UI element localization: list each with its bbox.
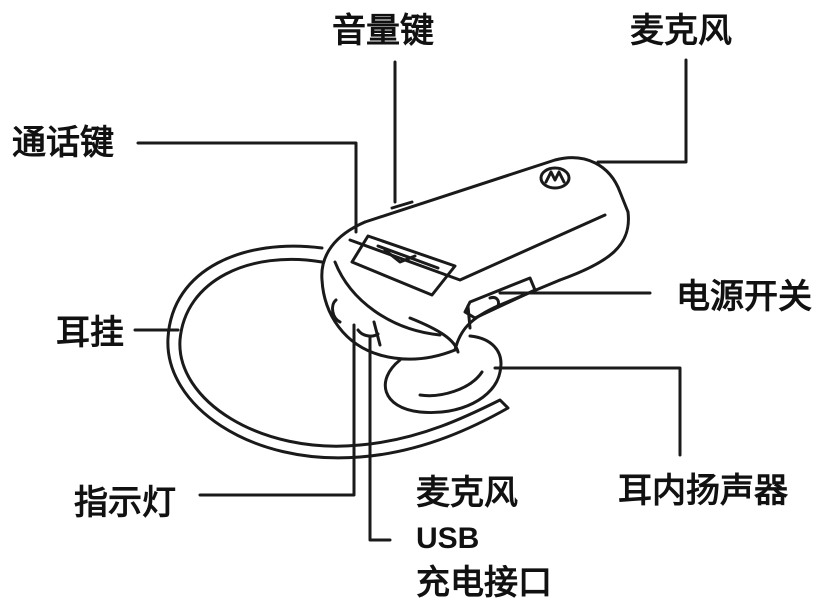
- label-indicator-light: 指示灯: [74, 483, 176, 523]
- left-ports-drawing: [331, 298, 382, 347]
- power-switch-drawing: [463, 276, 537, 330]
- leader-lines: [133, 58, 688, 542]
- volume-key-drawing: [390, 200, 414, 210]
- label-volume-key: 音量键: [332, 11, 434, 51]
- ear-bud-drawing: [383, 334, 503, 415]
- label-in-ear-speaker: 耳内扬声器: [618, 471, 788, 511]
- label-microphone-bottom: 麦克风: [416, 473, 518, 513]
- call-button-drawing: [350, 234, 457, 297]
- label-ear-hook: 耳挂: [56, 313, 124, 353]
- label-call-key: 通话键: [12, 123, 114, 163]
- label-usb: USB: [416, 522, 480, 555]
- headset-body-drawing: [320, 156, 630, 361]
- logo-drawing: [539, 166, 571, 190]
- ear-hook-drawing: [166, 244, 510, 460]
- label-power-switch: 电源开关: [676, 277, 812, 317]
- label-microphone-top: 麦克风: [630, 11, 732, 51]
- label-charging-port: 充电接口: [416, 563, 552, 600]
